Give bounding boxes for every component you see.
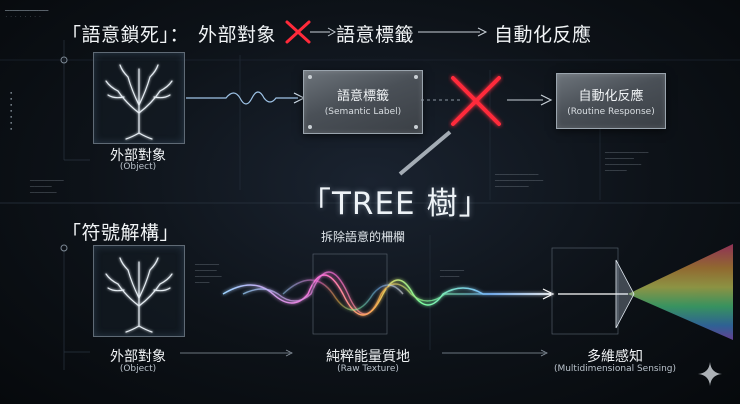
bottom-arrows: [180, 349, 548, 357]
object-sub-bottom: (Object): [119, 364, 157, 374]
flow-label: 語意標籤: [336, 24, 415, 46]
sensing-sub: (Multidimensional Sensing): [553, 364, 677, 374]
decorative-microtext: ────────────── ───────── ───────────: [30, 178, 64, 195]
semantic-label-plate: 語意標籤 (Semantic Label): [303, 70, 423, 134]
object-sub-top: (Object): [119, 162, 157, 172]
cross-icon: [285, 20, 311, 44]
decorative-microtext: ────────── ───────── ─────────── ──────: [195, 262, 222, 285]
flow-object: 外部對象: [198, 24, 277, 46]
object-label-top: 外部對象: [110, 148, 166, 164]
wave-icon: [186, 91, 306, 105]
routine-response-main: 自動化反應: [578, 89, 644, 104]
deconstruct-heading: 「符號解構」: [62, 222, 180, 244]
decorative-microtext: ────────────────── ──────────── ────────…: [605, 150, 649, 173]
wave-icon: [183, 253, 555, 335]
flow-response: 自動化反應: [494, 24, 592, 46]
decorative-microtext: ────────── ────────: [440, 268, 465, 279]
arrow-icon: [418, 27, 488, 37]
decorative-microtext: ────────────────── ──────────────────── …: [495, 172, 544, 189]
object-label-bottom: 外部對象: [110, 349, 166, 365]
semantic-label-sub: (Semantic Label): [324, 107, 402, 117]
raw-texture-sub: (Raw Texture): [337, 364, 399, 374]
cross-icon: [451, 76, 501, 126]
tree-word: 「TREE 樹」: [300, 186, 491, 222]
light-beam: [250, 130, 452, 202]
semantic-label-main: 語意標籤: [336, 89, 389, 104]
object-frame-bottom: [93, 245, 185, 337]
decorative-microtext: ━━━━━━━━━━━━━━━━━━ · · · · · · · ·: [5, 8, 49, 19]
blocked-link: [421, 94, 553, 106]
sparkle-icon: [698, 362, 722, 386]
prism-icon: [551, 244, 733, 340]
decorative-microtext: ▪ ▪ ▪ ▪ ▪ ▪ ▪: [10, 90, 13, 131]
locked-heading: 「語意鎖死」：: [62, 24, 190, 46]
routine-response-plate: 自動化反應 (Routine Response): [556, 73, 666, 129]
tree-icon: [105, 64, 173, 140]
object-frame-top: [93, 52, 185, 144]
raw-texture-label: 純粹能量質地: [326, 349, 410, 365]
center-caption: 拆除語意的柵欄: [321, 230, 406, 244]
tree-icon: [105, 257, 173, 333]
sensing-label: 多維感知: [587, 349, 643, 365]
routine-response-sub: (Routine Response): [567, 107, 655, 117]
arrow-icon: [310, 27, 336, 37]
